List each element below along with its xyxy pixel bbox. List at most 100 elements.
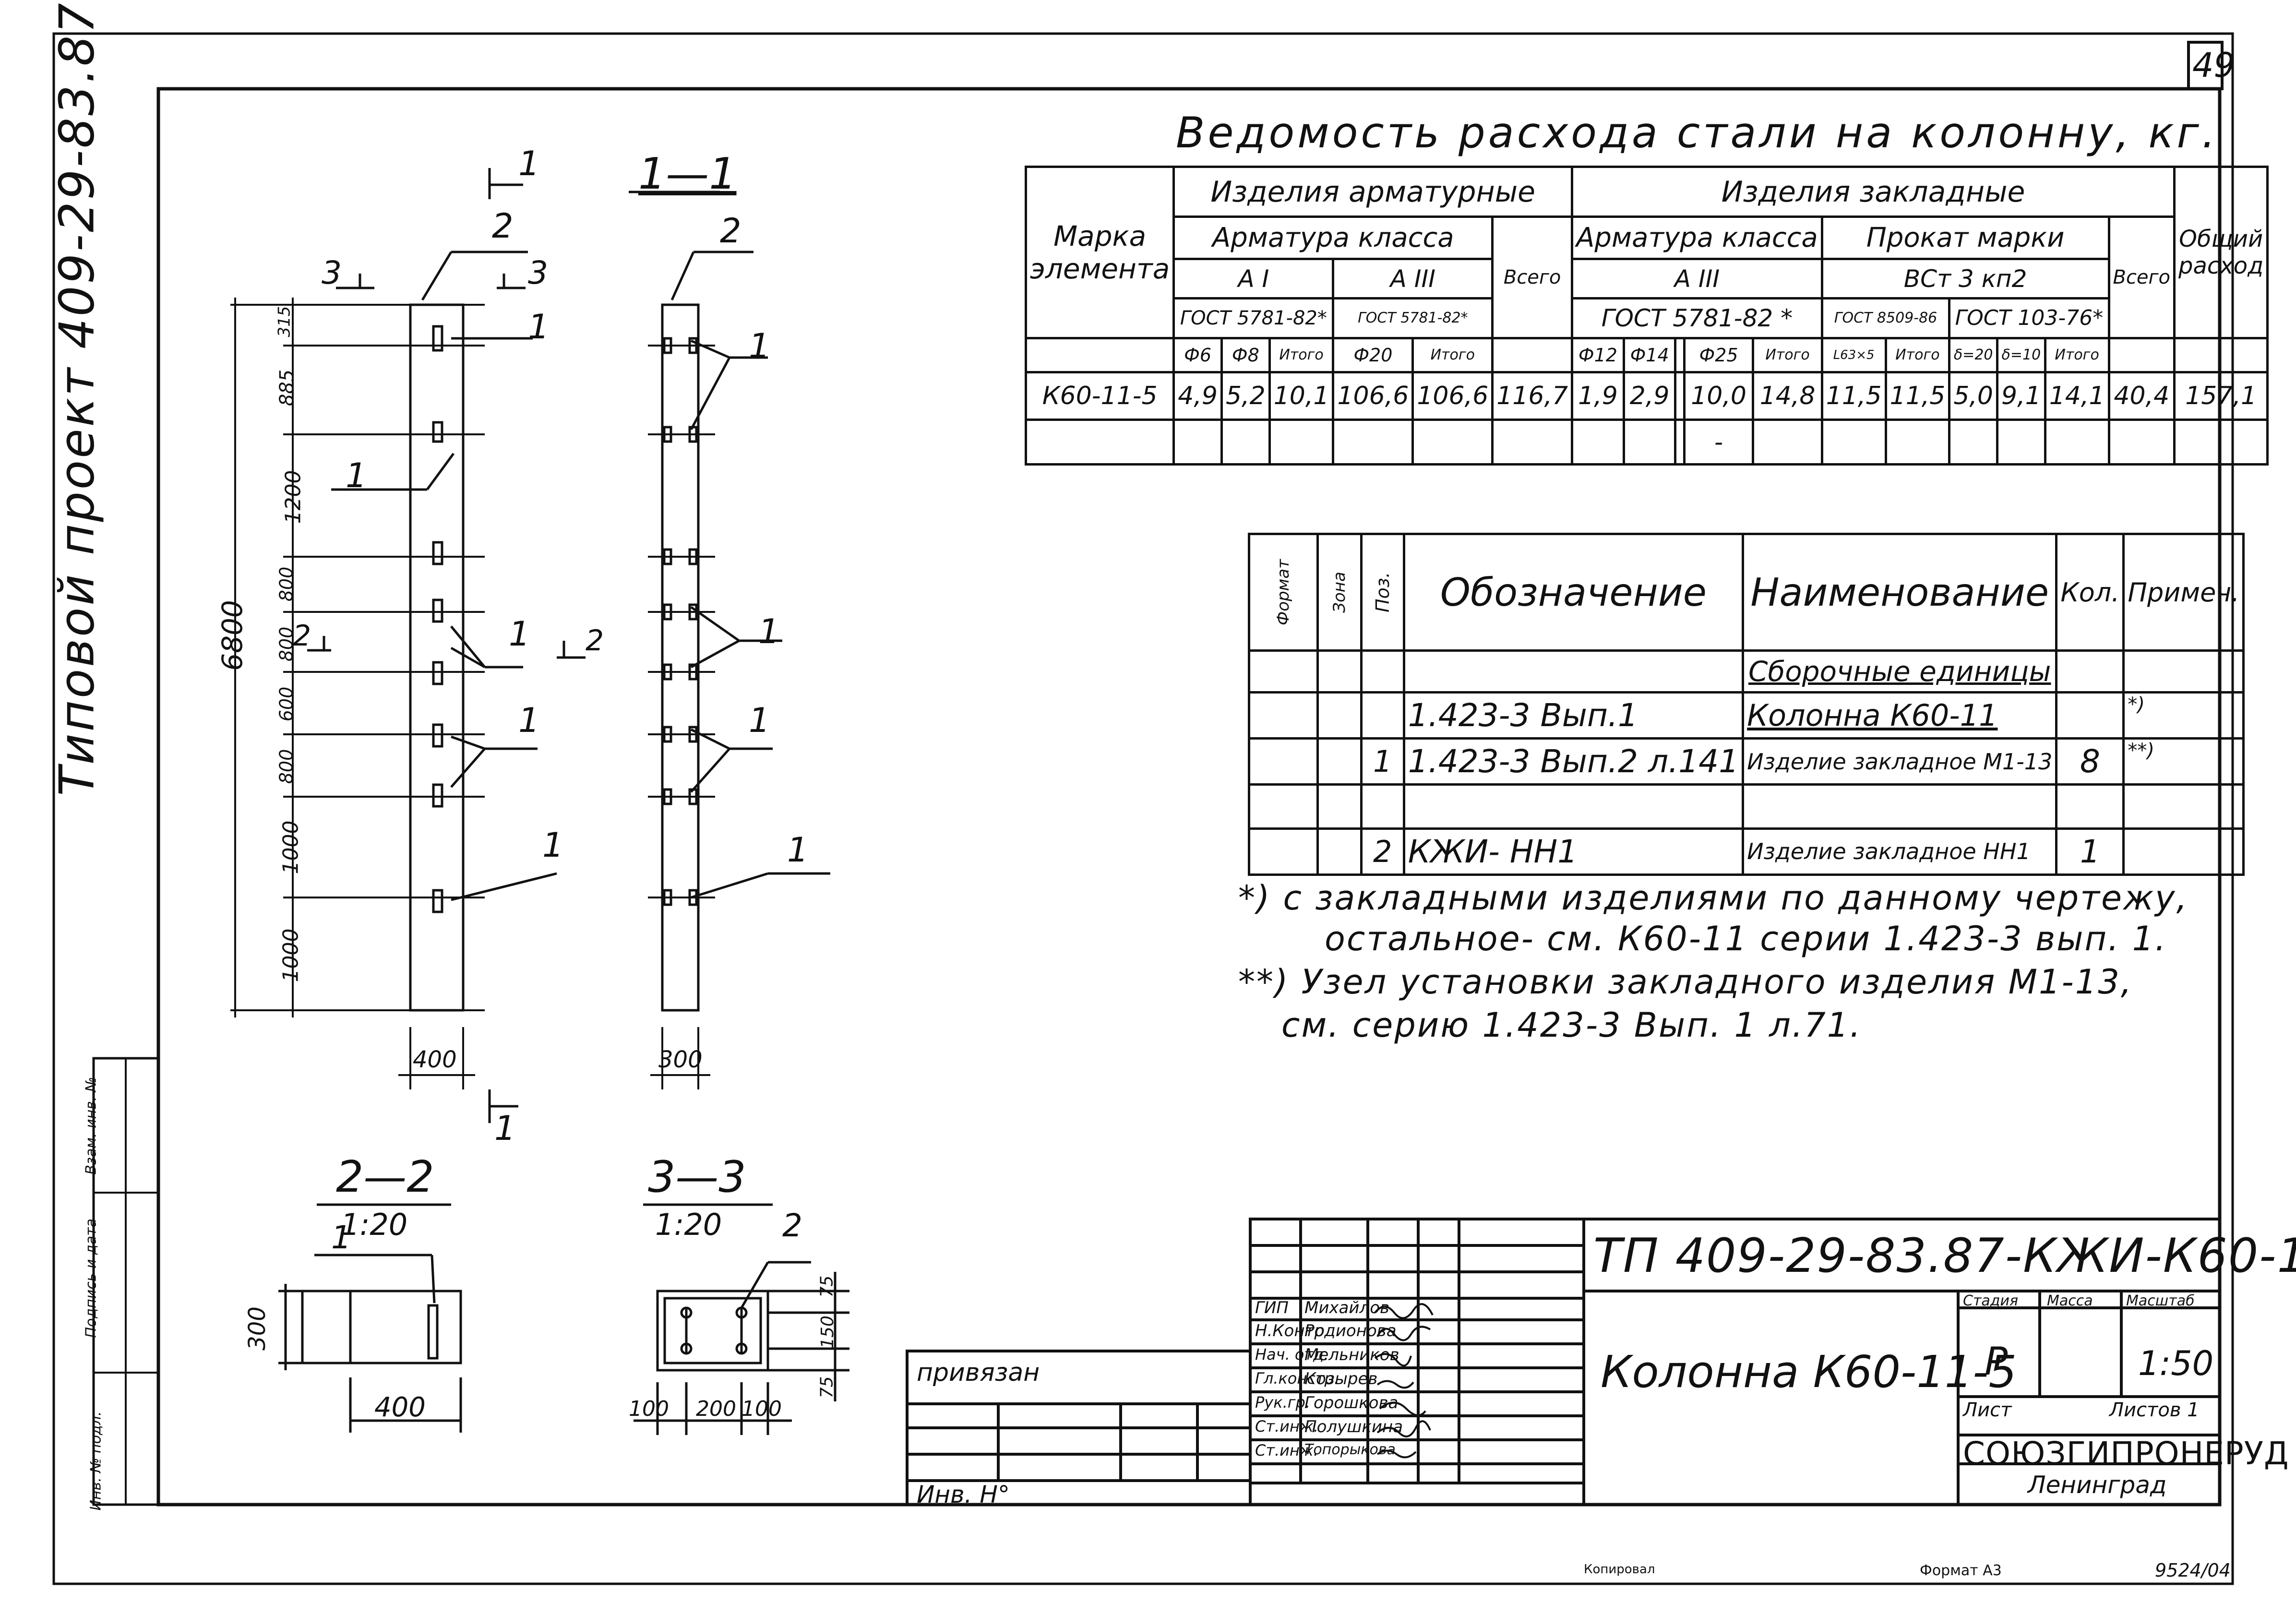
section-2-2-scale: 1:20: [341, 1207, 408, 1242]
spec-pos: 2: [1360, 827, 1405, 876]
callout: 1: [758, 612, 780, 651]
callout: 2: [492, 206, 514, 246]
strip-replace-label: Взам. инв. №: [83, 1077, 100, 1175]
cell: 5,2: [1220, 371, 1271, 421]
cell: 1,9: [1571, 371, 1625, 421]
org-city: Ленинград: [2028, 1471, 2167, 1499]
callout: 1: [749, 701, 770, 740]
sheet-label: Лист: [1963, 1399, 2012, 1421]
spec-note: [2122, 827, 2245, 876]
spec-name: Колонна К60-11: [1742, 691, 2058, 740]
spec-note-header: Примеч.: [2122, 532, 2245, 652]
spec-designation: [1402, 783, 1745, 830]
note-line-4: см. серию 1.423-3 Вып. 1 л.71.: [1281, 1005, 1862, 1045]
sub-col: Ф25: [1683, 336, 1755, 373]
cell: [1674, 371, 1686, 421]
scale-label: Масштаб: [2126, 1292, 2195, 1309]
class-ai: А I: [1172, 258, 1335, 300]
dash-cell: -: [1683, 418, 1755, 466]
signer-name: Полушкина: [1304, 1417, 1403, 1436]
signer-name: Михайлов: [1304, 1298, 1390, 1317]
sub-col: Ф8: [1220, 336, 1271, 373]
dim-segment: 600: [275, 686, 297, 722]
table-row: [1248, 783, 2245, 830]
dim-segment: 1000: [278, 820, 303, 874]
spec-note: *): [2122, 691, 2245, 740]
gost-103: ГОСТ 103-76*: [1948, 297, 2110, 339]
class-aiii: А III: [1332, 258, 1494, 300]
group-embedded-header: Изделия закладные: [1571, 165, 2176, 218]
dim-segment: 885: [276, 369, 299, 407]
dim-2-2-height: 300: [243, 1306, 271, 1351]
callout: 1: [542, 825, 564, 865]
spec-pos-header: Поз.: [1372, 572, 1393, 613]
cell: 10,1: [1268, 371, 1335, 421]
spec-pos: [1360, 691, 1405, 740]
spec-qty: 8: [2055, 737, 2125, 786]
strip-sign-label: Подпись и дата: [83, 1219, 100, 1338]
dim-segment: 800: [275, 749, 297, 784]
col-mark-header: Марка элемента: [1024, 166, 1175, 339]
role: Ст.инж.: [1255, 1441, 1318, 1459]
sheets-label: Листов 1: [2109, 1399, 2200, 1421]
spec-designation: КЖИ- НН1: [1402, 827, 1745, 876]
callout: 1: [528, 307, 550, 347]
specification-table: Формат Зона Поз. Обозначение Наименовани…: [1248, 532, 2245, 876]
grade-vst: ВСт 3 кп2: [1820, 258, 2110, 300]
dim-3-3-right: 100: [741, 1397, 782, 1421]
title-block-grid: [906, 1218, 2221, 1506]
class-aiii-emb: А III: [1571, 258, 1823, 300]
cell: 14,8: [1752, 371, 1823, 421]
dim-3-3-bottom: 75: [817, 1376, 837, 1399]
spec-designation: 1.423-3 Вып.1: [1402, 691, 1745, 740]
spec-pos: [1360, 783, 1405, 830]
emb-total-header: Всего: [2107, 215, 2176, 339]
spec-format-header: Формат: [1273, 559, 1293, 626]
cell: 40,4: [2107, 371, 2176, 421]
role: Нач. отд.: [1255, 1345, 1329, 1364]
scale-value: 1:50: [2138, 1344, 2214, 1383]
bound-label: привязан: [917, 1358, 1040, 1387]
callout: 1: [331, 1219, 351, 1256]
role: Рук.гр.: [1255, 1393, 1311, 1412]
column-elevation: [230, 168, 586, 1123]
sub-col: δ=20: [1948, 336, 1999, 373]
dim-segment: 1000: [278, 928, 303, 982]
gost-5781-c: ГОСТ 5781-82 *: [1571, 297, 1823, 339]
section-1-1-label: 1—1: [638, 149, 737, 199]
note-line-3: **) Узел установки закладного изделия М1…: [1238, 962, 2133, 1002]
spec-qty-header: Кол.: [2055, 532, 2125, 652]
signatures: [1374, 1303, 1434, 1459]
column-section-2-2: [278, 1203, 462, 1433]
section-3-3-scale: 1:20: [655, 1207, 722, 1242]
gost-8509: ГОСТ 8509-86: [1820, 297, 1951, 339]
dim-3-3-center: 200: [696, 1397, 736, 1421]
spec-designation-header: Обозначение: [1402, 532, 1745, 652]
spec-qty: [2055, 783, 2125, 830]
table-row: 1.423-3 Вып.1 Колонна К60-11 *): [1248, 691, 2245, 740]
sub-col: [1674, 336, 1686, 373]
side-title: Типовой проект 409-29-83.87 Альбом 3: [48, 0, 105, 796]
sub-col: Итого: [1411, 336, 1494, 373]
inv-label: Инв. Н°: [917, 1481, 1010, 1508]
object-name: Колонна К60-11-5: [1601, 1346, 2017, 1398]
spec-pos: 1: [1360, 737, 1405, 786]
dim-segment: 315: [275, 306, 294, 337]
cell: 11,5: [1884, 371, 1951, 421]
spec-qty: [2055, 691, 2125, 740]
sub-col: Ф14: [1622, 336, 1677, 373]
spec-qty: 1: [2055, 827, 2125, 876]
rolled-grade-header: Прокат марки: [1820, 215, 2110, 261]
dim-total-height: 6800: [215, 600, 249, 671]
callout: 1: [518, 701, 540, 740]
dim-3-3-mid: 150: [817, 1316, 837, 1349]
role: ГИП: [1255, 1298, 1289, 1317]
sub-col: Ф20: [1332, 336, 1414, 373]
sub-col: Ф6: [1172, 336, 1223, 373]
cell: 4,9: [1172, 371, 1223, 421]
table-row: 1 1.423-3 Вып.2 л.141 Изделие закладное …: [1248, 737, 2245, 786]
cell: 9,1: [1996, 371, 2046, 421]
steel-statement-table: Марка элемента Изделия арматурные Издели…: [1024, 165, 2269, 466]
sheet-number: 49: [2192, 46, 2236, 85]
gost-5781-a: ГОСТ 5781-82*: [1172, 297, 1335, 339]
